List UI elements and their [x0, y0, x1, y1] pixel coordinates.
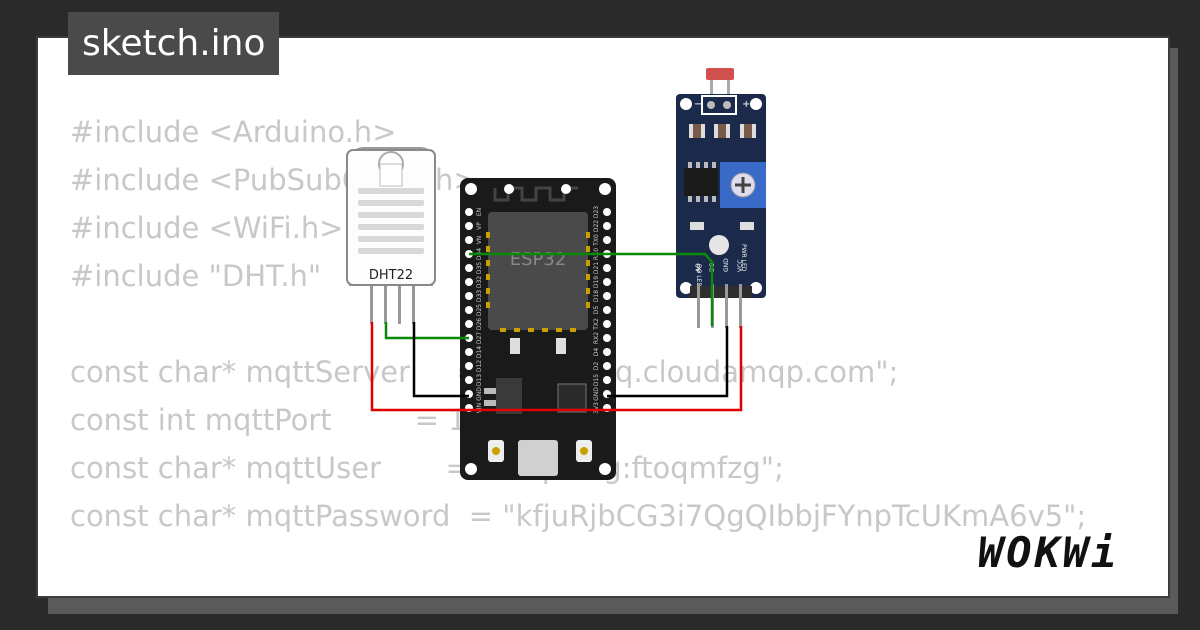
esp32-pin-label: GND [476, 387, 483, 401]
esp32-pin-label: VP [476, 222, 483, 230]
esp32-pin-label: D25 [476, 304, 483, 316]
esp32-label: ESP32 [510, 249, 567, 270]
code-line: WiFiClient espClient; [70, 588, 1086, 596]
comparator-chip [684, 168, 718, 196]
wires [370, 252, 743, 412]
esp32-pin-label: D15 [593, 374, 600, 386]
esp32-pin-label: D4 [593, 348, 600, 357]
file-tab[interactable]: sketch.ino [68, 12, 280, 75]
usb-port [518, 440, 558, 476]
esp32-pin-label: D14 [476, 346, 483, 358]
pin-label-gnd: GND [723, 258, 730, 272]
wire-green-dht[interactable] [384, 322, 469, 340]
esp32-pin-label: D21 [593, 262, 600, 274]
do-led-label: DO LED [695, 264, 702, 287]
code-preview: #include <Arduino.h>#include <PubSubClie… [70, 108, 1087, 596]
dht22-sensor[interactable]: DHT22 [346, 147, 436, 324]
code-line: #include <Arduino.h> [70, 115, 397, 149]
esp32-pin-label: D5 [593, 306, 600, 315]
esp32-pin-label: D12 [476, 360, 483, 372]
wire-green-ldr[interactable] [469, 252, 714, 326]
esp32-pin-label: D22 [593, 220, 600, 232]
esp32-right-header [603, 208, 611, 412]
code-line: #include "DHT.h" [70, 259, 322, 293]
code-line: #include <WiFi.h> [70, 211, 344, 245]
esp32-pin-label: EN [476, 208, 483, 216]
pin-label-ao: AO [695, 263, 702, 272]
esp32-pin-label: D35 [476, 262, 483, 274]
esp32-pin-label: D26 [476, 318, 483, 330]
dht22-label: DHT22 [369, 268, 413, 283]
esp32-pin-label: VN [476, 236, 483, 245]
esp32-pin-label: D13 [476, 374, 483, 386]
wokwi-logo: WOKWi [978, 528, 1120, 577]
esp32-pin-label: D23 [593, 206, 600, 218]
esp32-pin-label: 3V3 [593, 402, 600, 414]
photoresistor [706, 68, 734, 80]
esp32-pin-label: D2 [593, 362, 600, 371]
esp32-pin-label: TX2 [593, 318, 600, 331]
usb-uart-chip [557, 383, 587, 413]
esp32-pin-label: D27 [476, 332, 483, 344]
status-led [709, 235, 729, 255]
code-line: const char* mqttPassword = "kfjuRjbCG3i7… [70, 499, 1087, 533]
esp32-left-header [465, 208, 473, 412]
esp32-pin-label: VIN [476, 403, 483, 413]
esp32-board[interactable]: ESP32 ENVPVND34D35D32D33D25D26D27D14D12D… [460, 178, 616, 480]
esp32-pin-label: D18 [593, 290, 600, 302]
esp32-pin-label: TX0 [593, 234, 600, 247]
esp32-smd-part [510, 338, 520, 354]
ldr-module[interactable]: − + DO LED PWR LED AO DO GND VCC [676, 68, 766, 328]
svg-text:−: − [694, 99, 702, 110]
esp32-pin-label: D19 [593, 276, 600, 288]
esp32-pin-label: RX2 [593, 332, 600, 344]
pin-label-vcc: VCC [737, 260, 744, 272]
esp32-module [488, 212, 588, 330]
wire-black-dht[interactable] [412, 322, 469, 398]
svg-text:+: + [742, 99, 750, 110]
pwr-led-label: PWR LED [740, 244, 747, 272]
wire-black-ldr[interactable] [607, 326, 729, 398]
esp32-pin-label: GND [593, 387, 600, 401]
esp32-pin-label: D32 [476, 276, 483, 288]
wire-red-vcc[interactable] [370, 322, 743, 412]
dht22-grille [358, 188, 424, 254]
antenna-trace [493, 186, 578, 202]
voltage-regulator [496, 378, 522, 414]
esp32-pin-label: D33 [476, 290, 483, 302]
